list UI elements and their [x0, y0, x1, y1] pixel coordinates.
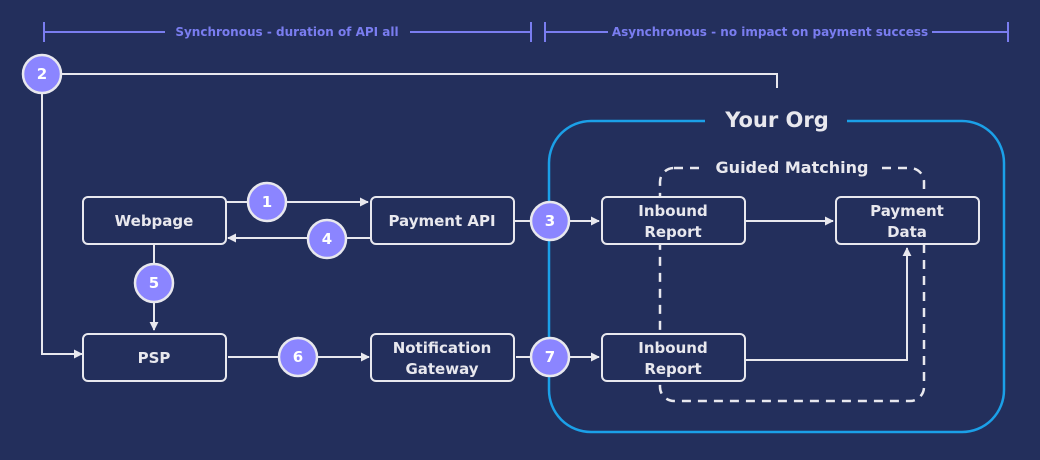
- step-2-circle: [21, 53, 63, 95]
- step-6-circle: [277, 336, 319, 378]
- sync-label: Synchronous - duration of API all: [175, 25, 398, 39]
- connector-2-top: [62, 73, 778, 88]
- payment-api-box: [370, 196, 515, 245]
- your-org-title: Your Org: [724, 108, 829, 132]
- sync-bracket: [43, 22, 532, 42]
- step-2-label: 2: [37, 65, 47, 83]
- webpage-box: [82, 196, 227, 245]
- step-6-label: 6: [293, 348, 303, 366]
- step-4-label: 4: [322, 230, 332, 248]
- inbound-report-bottom-label-line2: Report: [644, 360, 701, 378]
- inbound-report-bottom-label-line1: Inbound: [638, 339, 707, 357]
- inbound-report-bottom-box: [601, 333, 746, 382]
- connector-report-to-data-bottom: [746, 247, 912, 361]
- step-5-label: 5: [149, 274, 159, 292]
- inbound-report-top-box: [601, 196, 746, 245]
- psp-box: [82, 333, 227, 382]
- step-3-circle: [529, 200, 571, 242]
- payment-data-box: [835, 196, 980, 245]
- inbound-report-top-label-line2: Report: [644, 223, 701, 241]
- connector-2-to-psp: [41, 94, 83, 359]
- guided-matching-title: Guided Matching: [716, 158, 869, 177]
- async-bracket: [544, 22, 1009, 42]
- inbound-report-top-label-line1: Inbound: [638, 202, 707, 220]
- payment-data-label-line2: Data: [887, 223, 927, 241]
- notification-gateway-label-line1: Notification: [393, 339, 492, 357]
- step-1-label: 1: [262, 193, 272, 211]
- notification-gateway-label-line2: Gateway: [405, 360, 478, 378]
- webpage-label: Webpage: [115, 212, 194, 230]
- payment-api-label: Payment API: [388, 212, 495, 230]
- step-5-circle: [133, 262, 175, 304]
- notification-gateway-box: [370, 333, 515, 382]
- step-7-circle: [529, 336, 571, 378]
- async-label: Asynchronous - no impact on payment succ…: [612, 25, 928, 39]
- psp-label: PSP: [138, 349, 171, 367]
- step-3-label: 3: [545, 212, 555, 230]
- step-4-circle: [306, 218, 348, 260]
- step-7-label: 7: [545, 348, 555, 366]
- step-1-circle: [246, 181, 288, 223]
- payment-data-label-line1: Payment: [870, 202, 944, 220]
